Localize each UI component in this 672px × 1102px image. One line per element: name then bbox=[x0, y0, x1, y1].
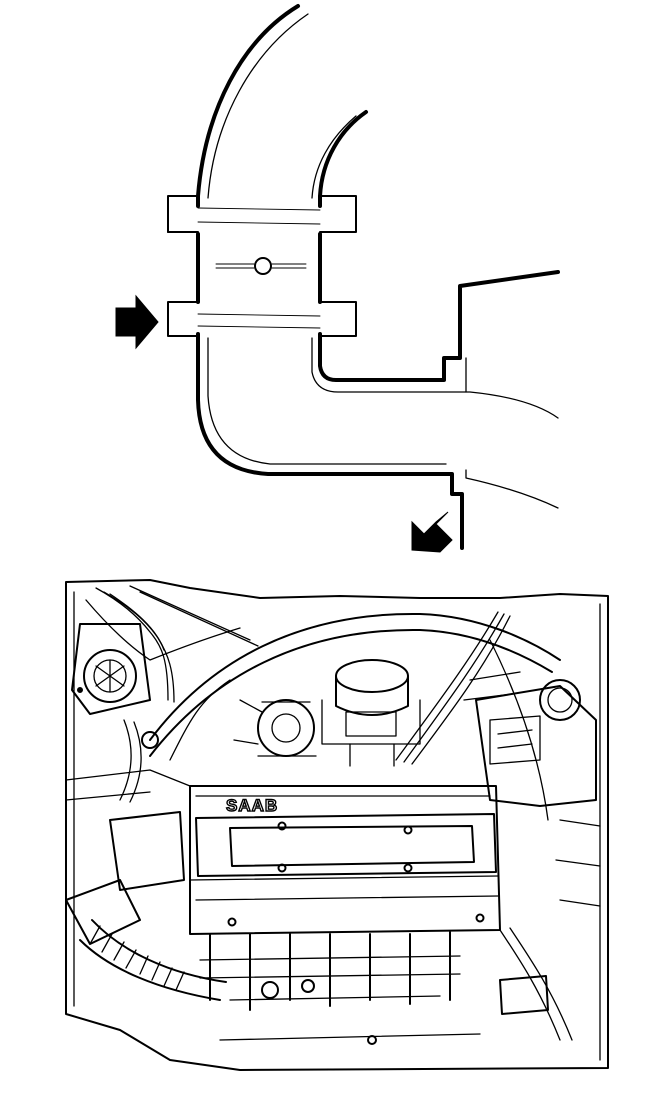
arrow-down-left-icon bbox=[411, 511, 453, 553]
hose-connection-detail bbox=[115, 4, 560, 553]
wiring-harness-right bbox=[395, 611, 549, 821]
strut-tower-left bbox=[71, 623, 151, 715]
valve-cover: SAAB bbox=[189, 785, 501, 935]
hose-inner-wall bbox=[318, 110, 560, 382]
engine-bay-view: SAAB bbox=[65, 579, 609, 1071]
arrow-right-icon bbox=[115, 294, 159, 350]
expansion-tank bbox=[475, 679, 597, 807]
engine-badge: SAAB bbox=[226, 796, 278, 815]
clamp-screw bbox=[254, 257, 272, 275]
intake-manifold bbox=[199, 931, 481, 1041]
hose-outer-wall bbox=[196, 4, 464, 550]
air-intake-hose bbox=[65, 811, 227, 1001]
ignition-module bbox=[233, 699, 317, 757]
lower-clamp bbox=[167, 301, 357, 337]
engine-bay-outline bbox=[65, 579, 609, 1071]
upper-radiator-hose bbox=[149, 612, 561, 741]
throttle-body bbox=[321, 659, 421, 767]
